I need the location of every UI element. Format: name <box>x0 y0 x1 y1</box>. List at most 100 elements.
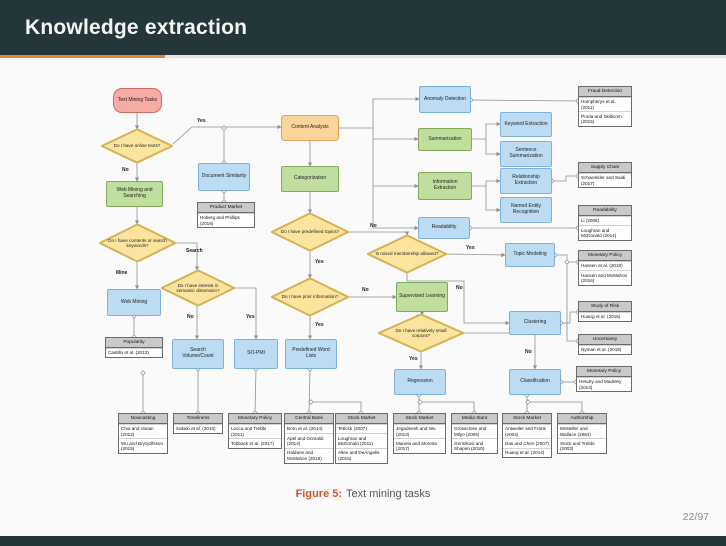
cite-monetary-policy-3-ref-1: Tobback et al. (2017) <box>229 438 281 447</box>
cite-uncertainty-ref-0: Nyman et al. (2018) <box>579 344 631 354</box>
web-mining-label: Web Mining <box>120 298 148 305</box>
sentence-summarization-label: Sentence Summarization <box>509 147 543 159</box>
cite-readability-header: Readability <box>579 206 631 216</box>
caption-text: Text mining tasks <box>346 488 431 500</box>
edge-label-no: No <box>370 223 377 229</box>
cite-stock-market-2-ref-1: Manela and Moreira (2017) <box>394 438 445 453</box>
d-small-corpora: Do I have relatively small corpora? <box>378 314 464 352</box>
cite-readability-ref-0: Li (2008) <box>579 215 631 225</box>
predefined-word-lists: Predefined Word Lists <box>285 339 337 369</box>
page-number: 22/97 <box>682 511 709 523</box>
d-semantic-dimension: Do I have interest in semantic dimension… <box>161 270 235 306</box>
cite-uncertainty-header: Uncertainty <box>579 335 631 345</box>
cite-nowcasting-header: Nowcasting <box>119 414 167 424</box>
cite-monetary-policy-1-ref-0: Hansen et al. (2018) <box>579 260 631 270</box>
edge-label-yes: Yes <box>315 259 324 265</box>
sentence-summarization: Sentence Summarization <box>500 141 552 167</box>
cite-monetary-policy-3-ref-0: Lucca and Trebbi (2011) <box>229 423 281 439</box>
topic-modeling: Topic Modeling <box>505 243 555 267</box>
cite-study-of-risk-ref-0: Huang et al. (2015) <box>579 311 631 321</box>
edge-label-no: No <box>525 349 532 355</box>
edge-label-search: Search <box>186 248 203 254</box>
cite-monetary-policy-3-header: Monetary Policy <box>229 414 281 424</box>
cite-central-bank-ref-1: Apel and Grimaldi (2014) <box>285 433 333 448</box>
cite-central-bank-header: Central Bank <box>285 414 333 424</box>
regression: Regression <box>394 369 446 395</box>
text-mining-tasks: Text Mining Tasks <box>113 88 162 113</box>
search-volume-count-label: Search Volume/Count <box>182 347 214 359</box>
named-entity-recognition: Named Entity Recognition <box>500 197 552 223</box>
cite-nowcasting-ref-0: Choi and Varian (2012) <box>119 423 167 439</box>
cite-product-market-header: Product Market <box>198 203 254 213</box>
d-online-texts-label: Do I have online texts? <box>113 143 161 149</box>
anomaly-detection-label: Anomaly Detection <box>424 95 466 102</box>
keyword-extraction: Keyword Extraction <box>500 112 552 137</box>
edge-label-yes: Yes <box>315 322 324 328</box>
clustering: Clustering <box>509 311 561 335</box>
cite-media-slant-ref-1: Gentzkow and Shapiro (2010) <box>452 438 497 453</box>
cite-central-bank-ref-2: Haldane and McMahon (2018) <box>285 447 333 463</box>
content-analysis: Content Analysis <box>281 115 339 141</box>
cite-stock-market-3-header: Stock Market <box>503 414 551 424</box>
content-analysis-label: Content Analysis <box>291 124 329 131</box>
cite-readability-ref-1: Loughran and McDonald (2014) <box>579 225 631 240</box>
d-mixed-membership-label: Is mixed membership allowed? <box>375 251 439 257</box>
slide-title: Knowledge extraction <box>25 15 248 39</box>
relationship-extraction-label: Relationship Extraction <box>512 174 540 186</box>
d-online-texts: Do I have online texts? <box>101 129 173 163</box>
edge-label-mine: Mine <box>116 270 128 276</box>
d-contents-keywords-label: Do I have contents or search keywords? <box>108 237 167 248</box>
search-volume-count: Search Volume/Count <box>172 339 224 369</box>
cite-central-bank-ref-0: Born et al. (2014) <box>285 423 333 433</box>
d-small-corpora-label: Do I have relatively small corpora? <box>395 327 447 338</box>
edge-label-yes: Yes <box>466 245 475 251</box>
cite-fraud-detection-header: Fraud Detection <box>579 87 631 97</box>
caption-label: Figure 5: <box>295 488 343 500</box>
cite-popularity-ref-0: Castillo et al. (2013) <box>106 347 162 357</box>
relationship-extraction: Relationship Extraction <box>500 168 552 194</box>
keyword-extraction-label: Keyword Extraction <box>504 120 548 127</box>
cite-stock-market-2-header: Stock Market <box>394 414 445 424</box>
edge-label-yes: Yes <box>246 314 255 320</box>
cite-stock-market-3-ref-1: Das and Chen (2007) <box>503 438 551 447</box>
d-prior-information-label: Do I have prior information? <box>281 294 339 300</box>
document-similarity-label: Document Similarity <box>201 173 247 180</box>
categorization: Categorization <box>281 166 339 192</box>
cite-authorship-header: Authorship <box>558 414 606 424</box>
cite-product-market-ref-0: Hoberg and Phillips (2016) <box>198 212 254 228</box>
classification: Classification <box>509 369 561 395</box>
cite-supply-chain-header: Supply Chain <box>579 163 631 173</box>
readability: Readability <box>418 217 470 239</box>
categorization-label: Categorization <box>293 175 327 182</box>
summarization-label: Summarization <box>428 135 462 142</box>
d-mixed-membership: Is mixed membership allowed? <box>367 235 447 273</box>
cite-stock-market-3-ref-2: Huang et al. (2014) <box>503 447 551 457</box>
text-mining-tasks-label: Text Mining Tasks <box>117 96 158 103</box>
d-predefined-topics: Do I have predefined topics? <box>271 213 349 251</box>
cite-study-of-risk-header: Study of Risk <box>579 302 631 312</box>
edge-label-no: No <box>362 287 369 293</box>
clustering-label: Clustering <box>523 319 547 326</box>
cite-nowcasting-ref-1: Wu and Brynjolfsson (2015) <box>119 438 167 453</box>
predefined-word-lists-label: Predefined Word Lists <box>292 347 330 359</box>
named-entity-recognition-label: Named Entity Recognition <box>510 203 541 215</box>
edge-label-yes: Yes <box>197 118 206 124</box>
so-pmi-label: SO-PMI <box>247 350 265 357</box>
so-pmi: SO-PMI <box>234 339 278 369</box>
cite-stock-market-1-ref-2: Allee and DeAngelis (2015) <box>336 447 387 463</box>
cite-timeliness-header: Timeliness <box>174 414 222 424</box>
edge-label-yes: Yes <box>409 356 418 362</box>
information-extraction: Information Extraction <box>418 172 472 200</box>
web-mining: Web Mining <box>107 289 161 316</box>
d-predefined-topics-label: Do I have predefined topics? <box>280 229 340 235</box>
